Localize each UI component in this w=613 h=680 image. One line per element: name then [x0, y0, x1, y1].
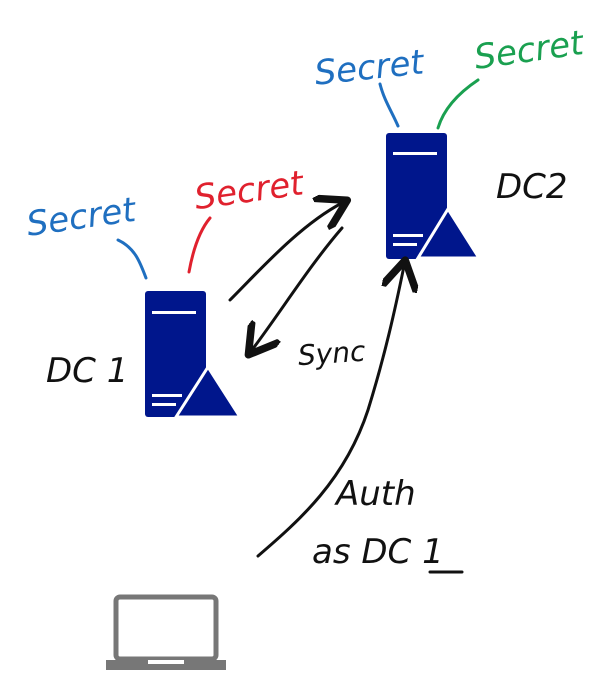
dc2-secret-blue: Secret	[313, 42, 428, 93]
sync-group: Sync	[228, 203, 367, 373]
auth-label-line1: Auth	[334, 474, 416, 514]
dc1-group: DC 1 Secret Secret	[24, 163, 308, 419]
dc1-secret-red: Secret	[192, 163, 308, 218]
dc2-server-icon	[386, 133, 482, 260]
dc1-secret-blue-connector	[116, 238, 148, 280]
dc1-secret-red-connector	[187, 216, 212, 274]
auth-arrow	[256, 266, 404, 558]
sync-label: Sync	[297, 335, 367, 373]
laptop-icon	[106, 594, 226, 670]
dc2-label: DC2	[496, 167, 568, 207]
dc1-server-icon	[145, 291, 243, 419]
sync-arrow-to-dc2	[228, 203, 342, 302]
dc2-secret-green-connector	[436, 78, 480, 130]
dc2-secret-green: Secret	[472, 23, 588, 78]
dc1-label: DC 1	[46, 351, 128, 391]
dc2-group: DC2 Secret Secret	[313, 23, 588, 260]
dc1-secret-blue: Secret	[24, 190, 140, 245]
auth-label-line2: as DC 1	[312, 532, 444, 572]
auth-group: Auth as DC 1	[256, 266, 464, 574]
dc2-secret-blue-connector	[378, 82, 400, 128]
sync-arrow-to-dc1	[252, 226, 344, 350]
